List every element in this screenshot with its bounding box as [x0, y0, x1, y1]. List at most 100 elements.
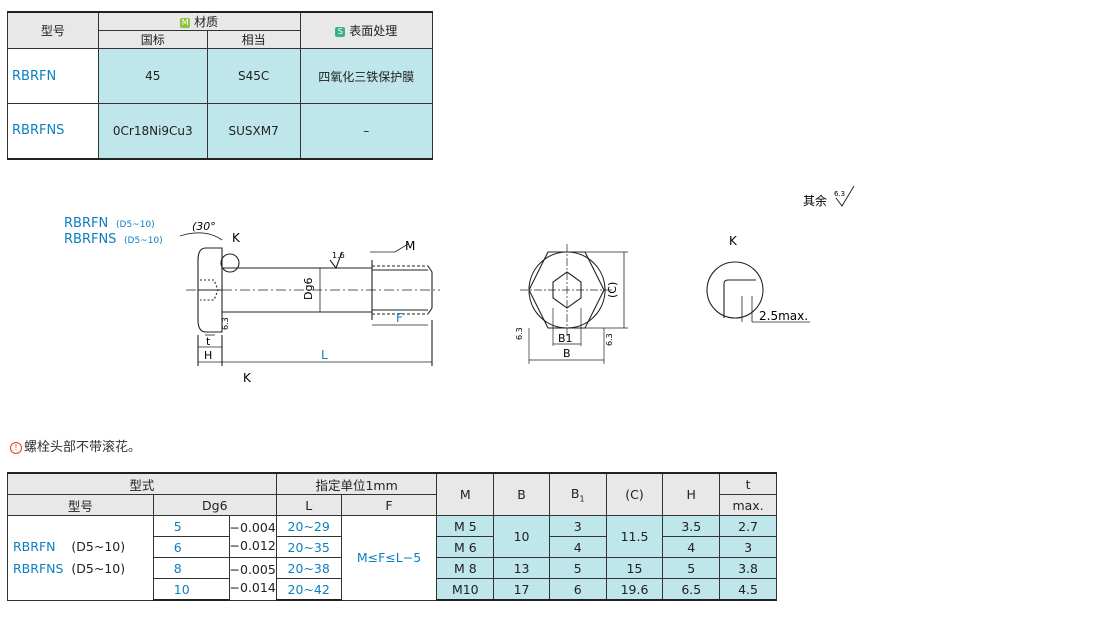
surface-badge-icon: S	[335, 27, 346, 37]
roughness-label: 6.3	[221, 317, 230, 330]
dims-t: 3	[719, 536, 777, 558]
mat-standard: 45	[97, 48, 208, 104]
note: !螺栓头部不带滚花。	[10, 436, 141, 455]
dims-header-dg6: Dg6	[152, 494, 277, 516]
l-label: L	[321, 348, 328, 362]
dims-header-model: 型号	[7, 494, 154, 516]
dims-model-cell: RBRFN (D5~10) RBRFNS (D5~10)	[7, 515, 154, 601]
dims-header-m: M	[436, 472, 495, 516]
dg6-label: Dg6	[302, 278, 315, 300]
dims-m: M 8	[436, 557, 495, 579]
detail-note: 2.5max.	[759, 309, 808, 323]
dims-m: M 6	[436, 536, 495, 558]
table-row: 10 20~42 M10 17 6 19.6 6.5 4.5	[8, 578, 777, 601]
dims-header-h: H	[662, 472, 721, 516]
dims-b1: 6	[548, 578, 607, 601]
dims-tolerance: −0.005−0.014	[228, 557, 277, 601]
mat-model: RBRFNS	[7, 103, 99, 160]
m-label: M	[405, 239, 415, 253]
warning-icon: !	[10, 442, 22, 454]
mat-equivalent: S45C	[206, 48, 301, 104]
c-label: (C)	[606, 282, 619, 298]
dims-b1: 3	[548, 515, 607, 537]
drawing-range-label: (D5~10)	[124, 236, 163, 246]
mat-equivalent: SUSXM7	[206, 103, 301, 160]
bolt-side-view	[179, 232, 440, 366]
dims-header-t: t	[719, 472, 777, 495]
f-label: F	[396, 311, 403, 325]
mat-surface: 四氧化三铁保护膜	[299, 48, 433, 104]
drawing-model-label: RBRFN	[64, 216, 108, 231]
dims-header-c: (C)	[605, 472, 664, 516]
dims-header-type: 型式	[7, 472, 277, 495]
k-label: K	[232, 231, 241, 245]
detail-k-view	[706, 261, 810, 323]
dims-b: 10	[493, 515, 550, 558]
material-badge-icon: M	[180, 18, 191, 28]
b1-label: B1	[558, 332, 573, 345]
table-row: 8 −0.005−0.014 20~38 M 8 13 5 15 5 3.8	[8, 557, 777, 601]
dims-c: 11.5	[605, 515, 664, 558]
dims-header-tmax: max.	[719, 494, 777, 516]
dims-t: 4.5	[719, 578, 777, 601]
dims-b1: 5	[548, 557, 607, 579]
roughness-label: 6.3	[515, 327, 524, 340]
dims-l: 20~35	[275, 536, 342, 558]
dims-m: M10	[436, 578, 495, 601]
dims-header-f: F	[340, 494, 438, 516]
technical-drawing: RBRFN (D5~10) RBRFNS (D5~10)	[64, 185, 855, 385]
dims-header-b: B	[493, 472, 550, 516]
mat-header-equivalent: 相当	[206, 30, 301, 49]
dims-d: 5	[152, 515, 230, 537]
dims-b: 17	[493, 578, 550, 601]
roughness-label: 6.3	[605, 333, 614, 346]
k-label: K	[243, 371, 252, 385]
dimensions-table: 型式 指定单位1mm M B B1 (C) H t 型号 Dg6 L F max…	[7, 472, 777, 601]
dims-tolerance: −0.004−0.012	[228, 515, 277, 558]
dims-d: 10	[152, 578, 230, 601]
roughness-label: 1.6	[332, 251, 345, 260]
roughness-label: 6.3	[834, 190, 845, 198]
dims-h: 6.5	[662, 578, 721, 601]
dims-t: 2.7	[719, 515, 777, 537]
dims-h: 3.5	[662, 515, 721, 537]
dims-t: 3.8	[719, 557, 777, 579]
dims-h: 4	[662, 536, 721, 558]
dims-b1: 4	[548, 536, 607, 558]
drawing-range-label: (D5~10)	[116, 220, 155, 230]
dims-l: 20~38	[275, 557, 342, 579]
b-label: B	[563, 347, 571, 360]
dims-c: 15	[605, 557, 664, 579]
dims-b: 13	[493, 557, 550, 579]
angle-label: (30°	[192, 220, 216, 233]
mat-row: RBRFNS 0Cr18Ni9Cu3 SUSXM7 –	[7, 103, 433, 160]
remaining-label: 其余	[803, 193, 827, 208]
mat-row: RBRFN 45 S45C 四氧化三铁保护膜	[7, 48, 433, 104]
dims-c: 19.6	[605, 578, 664, 601]
dims-d: 8	[152, 557, 230, 579]
bolt-end-view	[520, 244, 628, 364]
roughness-symbol-icon	[835, 185, 855, 207]
mat-model: RBRFN	[7, 48, 99, 104]
dims-m: M 5	[436, 515, 495, 537]
dims-header-l: L	[275, 494, 342, 516]
mat-header-model: 型号	[7, 11, 99, 49]
detail-k-label: K	[729, 234, 738, 248]
dims-header-b1: B1	[548, 472, 607, 516]
mat-header-standard: 国标	[97, 30, 208, 49]
t-label: t	[206, 335, 211, 348]
table-row: 6 20~35 M 6 4 4 3	[8, 536, 777, 558]
dims-d: 6	[152, 536, 230, 558]
h-label: H	[204, 349, 212, 362]
dims-l: 20~42	[275, 578, 342, 601]
dims-f-rule: M≤F≤L−5	[340, 515, 438, 601]
dims-h: 5	[662, 557, 721, 579]
dims-header-unit: 指定单位1mm	[275, 472, 438, 495]
dims-l: 20~29	[275, 515, 342, 537]
mat-standard: 0Cr18Ni9Cu3	[97, 103, 208, 160]
mat-surface: –	[299, 103, 433, 160]
table-row: RBRFN (D5~10) RBRFNS (D5~10) 5 −0.004−0.…	[7, 515, 777, 601]
